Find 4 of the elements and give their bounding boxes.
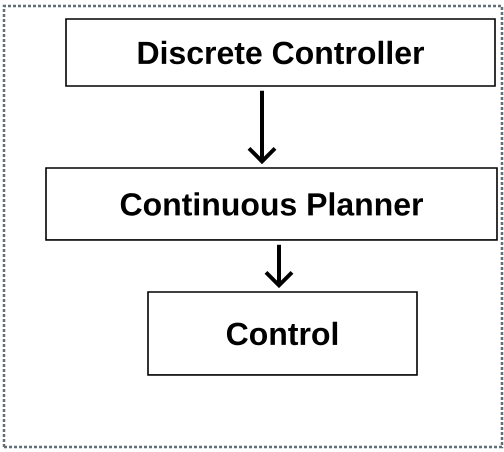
process-box: Discrete Controller [65, 18, 496, 87]
process-box: Control [147, 291, 418, 376]
process-box: Continuous Planner [45, 167, 498, 241]
arrow [248, 90, 276, 164]
